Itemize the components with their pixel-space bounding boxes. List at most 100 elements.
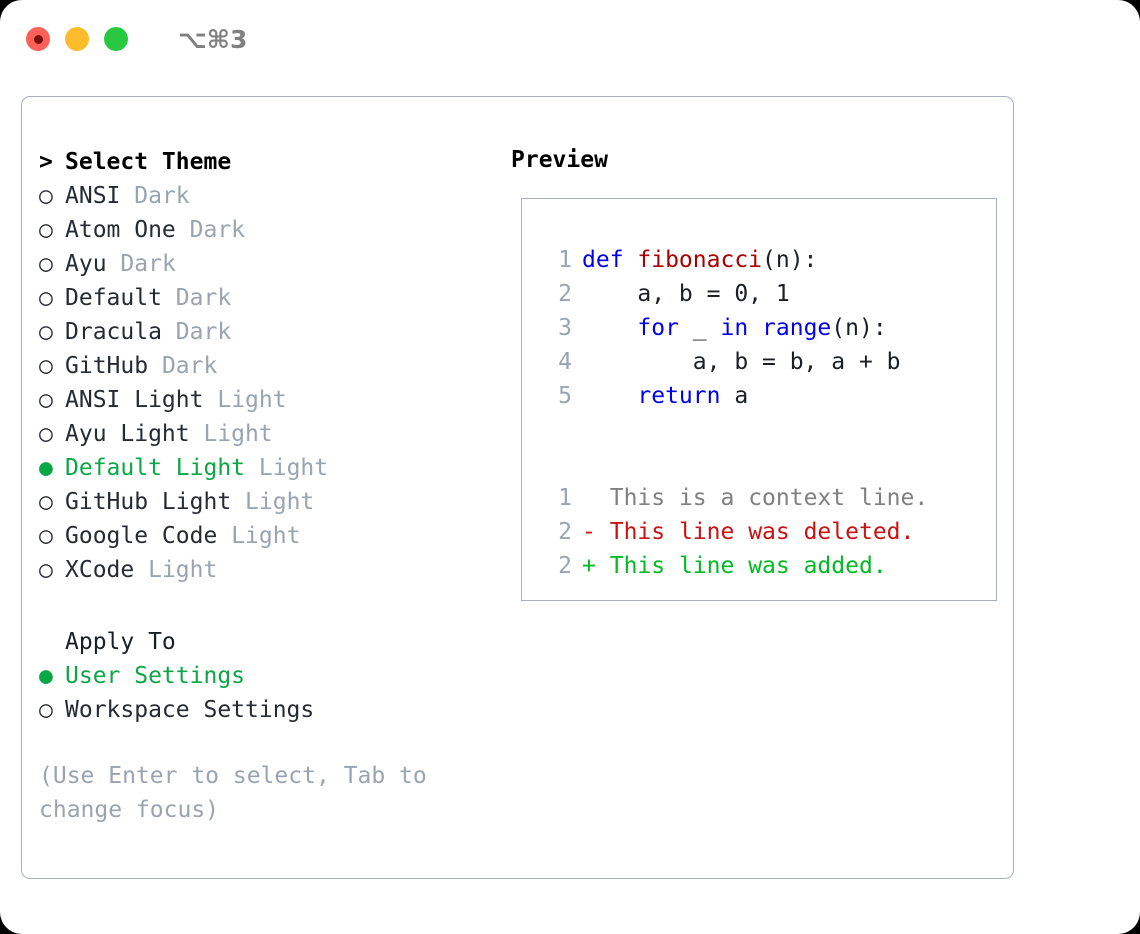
theme-option-label: Atom One xyxy=(65,217,176,243)
close-icon xyxy=(33,34,43,44)
code-token: a xyxy=(720,383,749,409)
theme-option-label: XCode xyxy=(65,557,135,583)
radio-unselected-icon: ○ xyxy=(39,183,53,209)
theme-option-label: Default xyxy=(65,285,162,311)
apply-to-option-label: User Settings xyxy=(65,663,246,689)
code-line-number: 3 xyxy=(558,315,572,341)
keyboard-hint-text: (Use Enter to select, Tab to change focu… xyxy=(39,763,427,823)
radio-unselected-icon: ○ xyxy=(39,251,53,277)
theme-option-ayu-light[interactable]: ○ Ayu Light Light xyxy=(39,417,502,451)
theme-option-label: Google Code xyxy=(65,523,218,549)
theme-option-default-light[interactable]: ● Default Light Light xyxy=(39,451,502,485)
theme-option-label: GitHub xyxy=(65,353,149,379)
theme-option-label: Default Light xyxy=(65,455,246,481)
diff-text: This line was added. xyxy=(609,553,887,579)
diff-line-number: 2 xyxy=(558,519,572,545)
code-blank-line xyxy=(538,413,996,447)
theme-option-variant: Light xyxy=(245,489,315,515)
code-token: (n): xyxy=(831,315,887,341)
radio-unselected-icon: ○ xyxy=(39,387,53,413)
code-line: 1 def fibonacci(n): xyxy=(538,243,996,277)
diff-marker xyxy=(582,481,596,515)
code-line: 2 a, b = 0, 1 xyxy=(538,277,996,311)
apply-to-header: Apply To xyxy=(65,629,176,655)
theme-option-default-dark[interactable]: ○ Default Dark xyxy=(39,281,502,315)
code-line-number: 1 xyxy=(558,247,572,273)
code-token: def xyxy=(582,247,638,273)
code-blank-line xyxy=(538,447,996,481)
select-theme-title: Select Theme xyxy=(65,149,232,175)
minimize-window-button[interactable] xyxy=(65,27,89,51)
radio-unselected-icon: ○ xyxy=(39,523,53,549)
code-token: a, b = b, a + b xyxy=(582,349,901,375)
theme-option-variant: Dark xyxy=(175,319,232,345)
diff-text: This line was deleted. xyxy=(609,519,915,545)
apply-to-option-user-settings[interactable]: ● User Settings xyxy=(39,659,502,693)
main-panel: >Select Theme ○ANSI Dark ○Atom One Dark … xyxy=(21,96,1014,879)
code-line-number: 4 xyxy=(558,349,572,375)
radio-unselected-icon: ○ xyxy=(39,489,53,515)
traffic-lights xyxy=(26,27,128,51)
theme-option-ayu-dark[interactable]: ○ Ayu Dark xyxy=(39,247,502,281)
theme-option-label: Ayu Light xyxy=(65,421,190,447)
code-line: 3 for _ in range(n): xyxy=(538,311,996,345)
radio-selected-icon: ● xyxy=(39,663,53,689)
theme-option-label: ANSI xyxy=(65,183,121,209)
maximize-window-button[interactable] xyxy=(104,27,128,51)
theme-option-variant: Light xyxy=(148,557,218,583)
code-token: (n): xyxy=(762,247,818,273)
theme-option-label: Dracula xyxy=(65,319,162,345)
diff-text: This is a context line. xyxy=(609,485,929,511)
diff-line-context: 1 This is a context line. xyxy=(538,481,996,515)
theme-option-variant: Light xyxy=(231,523,301,549)
theme-option-variant: Light xyxy=(258,455,329,481)
apply-to-option-workspace-settings[interactable]: ○Workspace Settings xyxy=(39,693,502,727)
code-token xyxy=(748,311,762,345)
radio-selected-icon: ● xyxy=(39,455,53,481)
code-line: 5 return a xyxy=(538,379,996,413)
code-token: range xyxy=(762,315,832,341)
theme-picker-column: >Select Theme ○ANSI Dark ○Atom One Dark … xyxy=(22,97,502,878)
theme-option-variant: Dark xyxy=(175,285,232,311)
theme-option-variant: Light xyxy=(217,387,287,413)
radio-unselected-icon: ○ xyxy=(39,217,53,243)
prompt-caret-icon: > xyxy=(39,149,53,175)
code-token: return xyxy=(637,383,721,409)
theme-option-ansi-dark[interactable]: ○ ANSI Dark xyxy=(39,179,502,213)
theme-option-variant: Dark xyxy=(134,183,190,209)
radio-unselected-icon: ○ xyxy=(39,421,53,447)
diff-line-number: 1 xyxy=(558,485,572,511)
title-bar: ⌥⌘3 xyxy=(0,0,1140,78)
theme-option-dracula-dark[interactable]: ○ Dracula Dark xyxy=(39,315,502,349)
radio-unselected-icon: ○ xyxy=(39,319,53,345)
theme-option-atom-one-dark[interactable]: ○ Atom One Dark xyxy=(39,213,502,247)
theme-option-github-dark[interactable]: ○ GitHub Dark xyxy=(39,349,502,383)
radio-unselected-icon: ○ xyxy=(39,285,53,311)
code-line-number: 5 xyxy=(558,383,572,409)
theme-option-github-light[interactable]: ○GitHub Light Light xyxy=(39,485,502,519)
theme-option-label: Ayu xyxy=(65,251,107,277)
theme-option-variant: Dark xyxy=(161,353,218,379)
close-window-button[interactable] xyxy=(26,27,50,51)
diff-line-number: 2 xyxy=(558,553,572,579)
theme-option-variant: Dark xyxy=(120,251,176,277)
keyboard-shortcut-label: ⌥⌘3 xyxy=(178,24,248,54)
select-theme-header: > Select Theme xyxy=(39,145,502,179)
code-token: fibonacci xyxy=(637,247,763,273)
theme-option-variant: Dark xyxy=(189,217,246,243)
theme-option-ansi-light[interactable]: ○ANSI Light Light xyxy=(39,383,502,417)
theme-option-xcode[interactable]: ○ XCode Light xyxy=(39,553,502,587)
radio-unselected-icon: ○ xyxy=(39,353,53,379)
diff-marker: + xyxy=(582,553,596,579)
code-line-number: 2 xyxy=(558,281,572,307)
theme-option-variant: Light xyxy=(203,421,273,447)
code-token: in xyxy=(720,315,749,341)
theme-option-google-code[interactable]: ○ Google Code Light xyxy=(39,519,502,553)
code-token: _ xyxy=(678,315,721,341)
diff-marker: - xyxy=(582,519,596,545)
code-line: 4 a, b = b, a + b xyxy=(538,345,996,379)
radio-unselected-icon: ○ xyxy=(39,557,53,583)
